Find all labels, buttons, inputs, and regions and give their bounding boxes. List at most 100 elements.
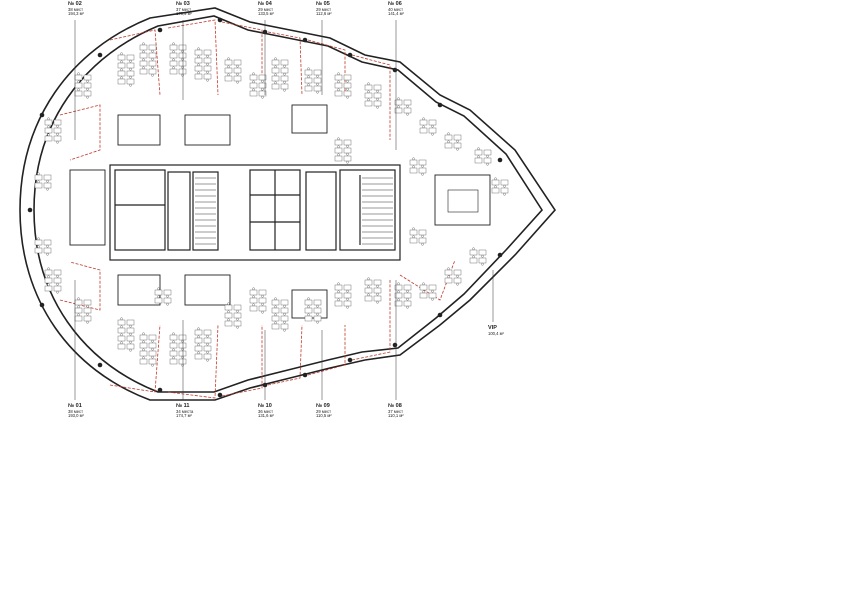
workstations bbox=[34, 42, 509, 367]
chair bbox=[337, 137, 340, 141]
desk bbox=[44, 119, 53, 126]
desk bbox=[117, 343, 126, 350]
chair bbox=[274, 305, 277, 309]
desk bbox=[43, 182, 52, 189]
chair bbox=[181, 73, 184, 77]
desk bbox=[491, 187, 500, 194]
desk bbox=[364, 287, 373, 294]
chair bbox=[456, 139, 459, 143]
chair bbox=[274, 73, 277, 77]
desk bbox=[258, 297, 267, 304]
desk bbox=[271, 67, 280, 74]
chair bbox=[172, 66, 175, 70]
chair bbox=[274, 297, 277, 301]
chair bbox=[227, 310, 230, 314]
desk bbox=[233, 75, 242, 82]
chair bbox=[86, 312, 89, 316]
chair bbox=[503, 192, 506, 196]
chair bbox=[172, 50, 175, 54]
desk bbox=[83, 74, 92, 81]
desk bbox=[83, 315, 92, 322]
chair bbox=[157, 287, 160, 291]
chair bbox=[129, 83, 132, 87]
desk bbox=[343, 139, 352, 146]
desk bbox=[233, 67, 242, 74]
chair bbox=[481, 254, 484, 258]
chair bbox=[206, 78, 209, 82]
desk bbox=[500, 187, 509, 194]
chair bbox=[261, 302, 264, 306]
chair bbox=[376, 292, 379, 296]
chair bbox=[181, 49, 184, 53]
chair bbox=[142, 58, 145, 62]
chair bbox=[472, 247, 475, 251]
column bbox=[392, 342, 398, 348]
desk bbox=[53, 277, 62, 284]
chair bbox=[346, 95, 349, 99]
chair bbox=[129, 348, 132, 352]
desk bbox=[203, 65, 212, 72]
floor-plan-drawing bbox=[19, 7, 557, 401]
desk bbox=[194, 65, 203, 72]
desk bbox=[249, 74, 258, 81]
chair bbox=[406, 112, 409, 116]
desk bbox=[148, 358, 157, 365]
desk bbox=[364, 279, 373, 286]
chair bbox=[129, 59, 132, 63]
chair bbox=[481, 262, 484, 266]
chair bbox=[227, 318, 230, 322]
chair bbox=[151, 57, 154, 61]
outer-walls bbox=[19, 7, 557, 401]
desk bbox=[280, 315, 289, 322]
desk bbox=[178, 350, 187, 357]
chair bbox=[422, 117, 425, 121]
chair bbox=[431, 289, 434, 293]
chair bbox=[129, 67, 132, 71]
column bbox=[347, 357, 353, 363]
chair bbox=[47, 275, 50, 279]
chair bbox=[129, 75, 132, 79]
desk bbox=[334, 292, 343, 299]
chair bbox=[486, 154, 489, 158]
chair bbox=[120, 341, 123, 345]
desk bbox=[139, 342, 148, 349]
chair bbox=[252, 72, 255, 76]
desk bbox=[469, 249, 478, 256]
chair bbox=[181, 355, 184, 359]
chair bbox=[129, 332, 132, 336]
desk bbox=[313, 307, 322, 314]
desk bbox=[233, 320, 242, 327]
desk bbox=[453, 269, 462, 276]
chair bbox=[397, 298, 400, 302]
chair bbox=[494, 185, 497, 189]
chair bbox=[142, 332, 145, 336]
desk bbox=[474, 157, 483, 164]
chair bbox=[181, 363, 184, 367]
chair bbox=[227, 73, 230, 77]
desk bbox=[139, 44, 148, 51]
chair bbox=[431, 132, 434, 136]
chair bbox=[197, 63, 200, 67]
chair bbox=[346, 152, 349, 156]
desk bbox=[178, 68, 187, 75]
desk bbox=[313, 315, 322, 322]
chair bbox=[151, 347, 154, 351]
chair bbox=[172, 356, 175, 360]
desk bbox=[169, 350, 178, 357]
floor-plan: № 02 38 мест 194,3 м² № 03 37 мест 173,9… bbox=[0, 0, 568, 422]
chair bbox=[431, 297, 434, 301]
desk bbox=[343, 82, 352, 89]
chair bbox=[337, 153, 340, 157]
chair bbox=[274, 65, 277, 69]
desk bbox=[148, 334, 157, 341]
chair bbox=[494, 177, 497, 181]
desk bbox=[44, 269, 53, 276]
desk bbox=[418, 229, 427, 236]
desk bbox=[403, 107, 412, 114]
chair bbox=[77, 88, 80, 92]
chair bbox=[456, 147, 459, 151]
desk bbox=[53, 285, 62, 292]
chair bbox=[166, 302, 169, 306]
desk bbox=[280, 323, 289, 330]
desk bbox=[139, 60, 148, 67]
